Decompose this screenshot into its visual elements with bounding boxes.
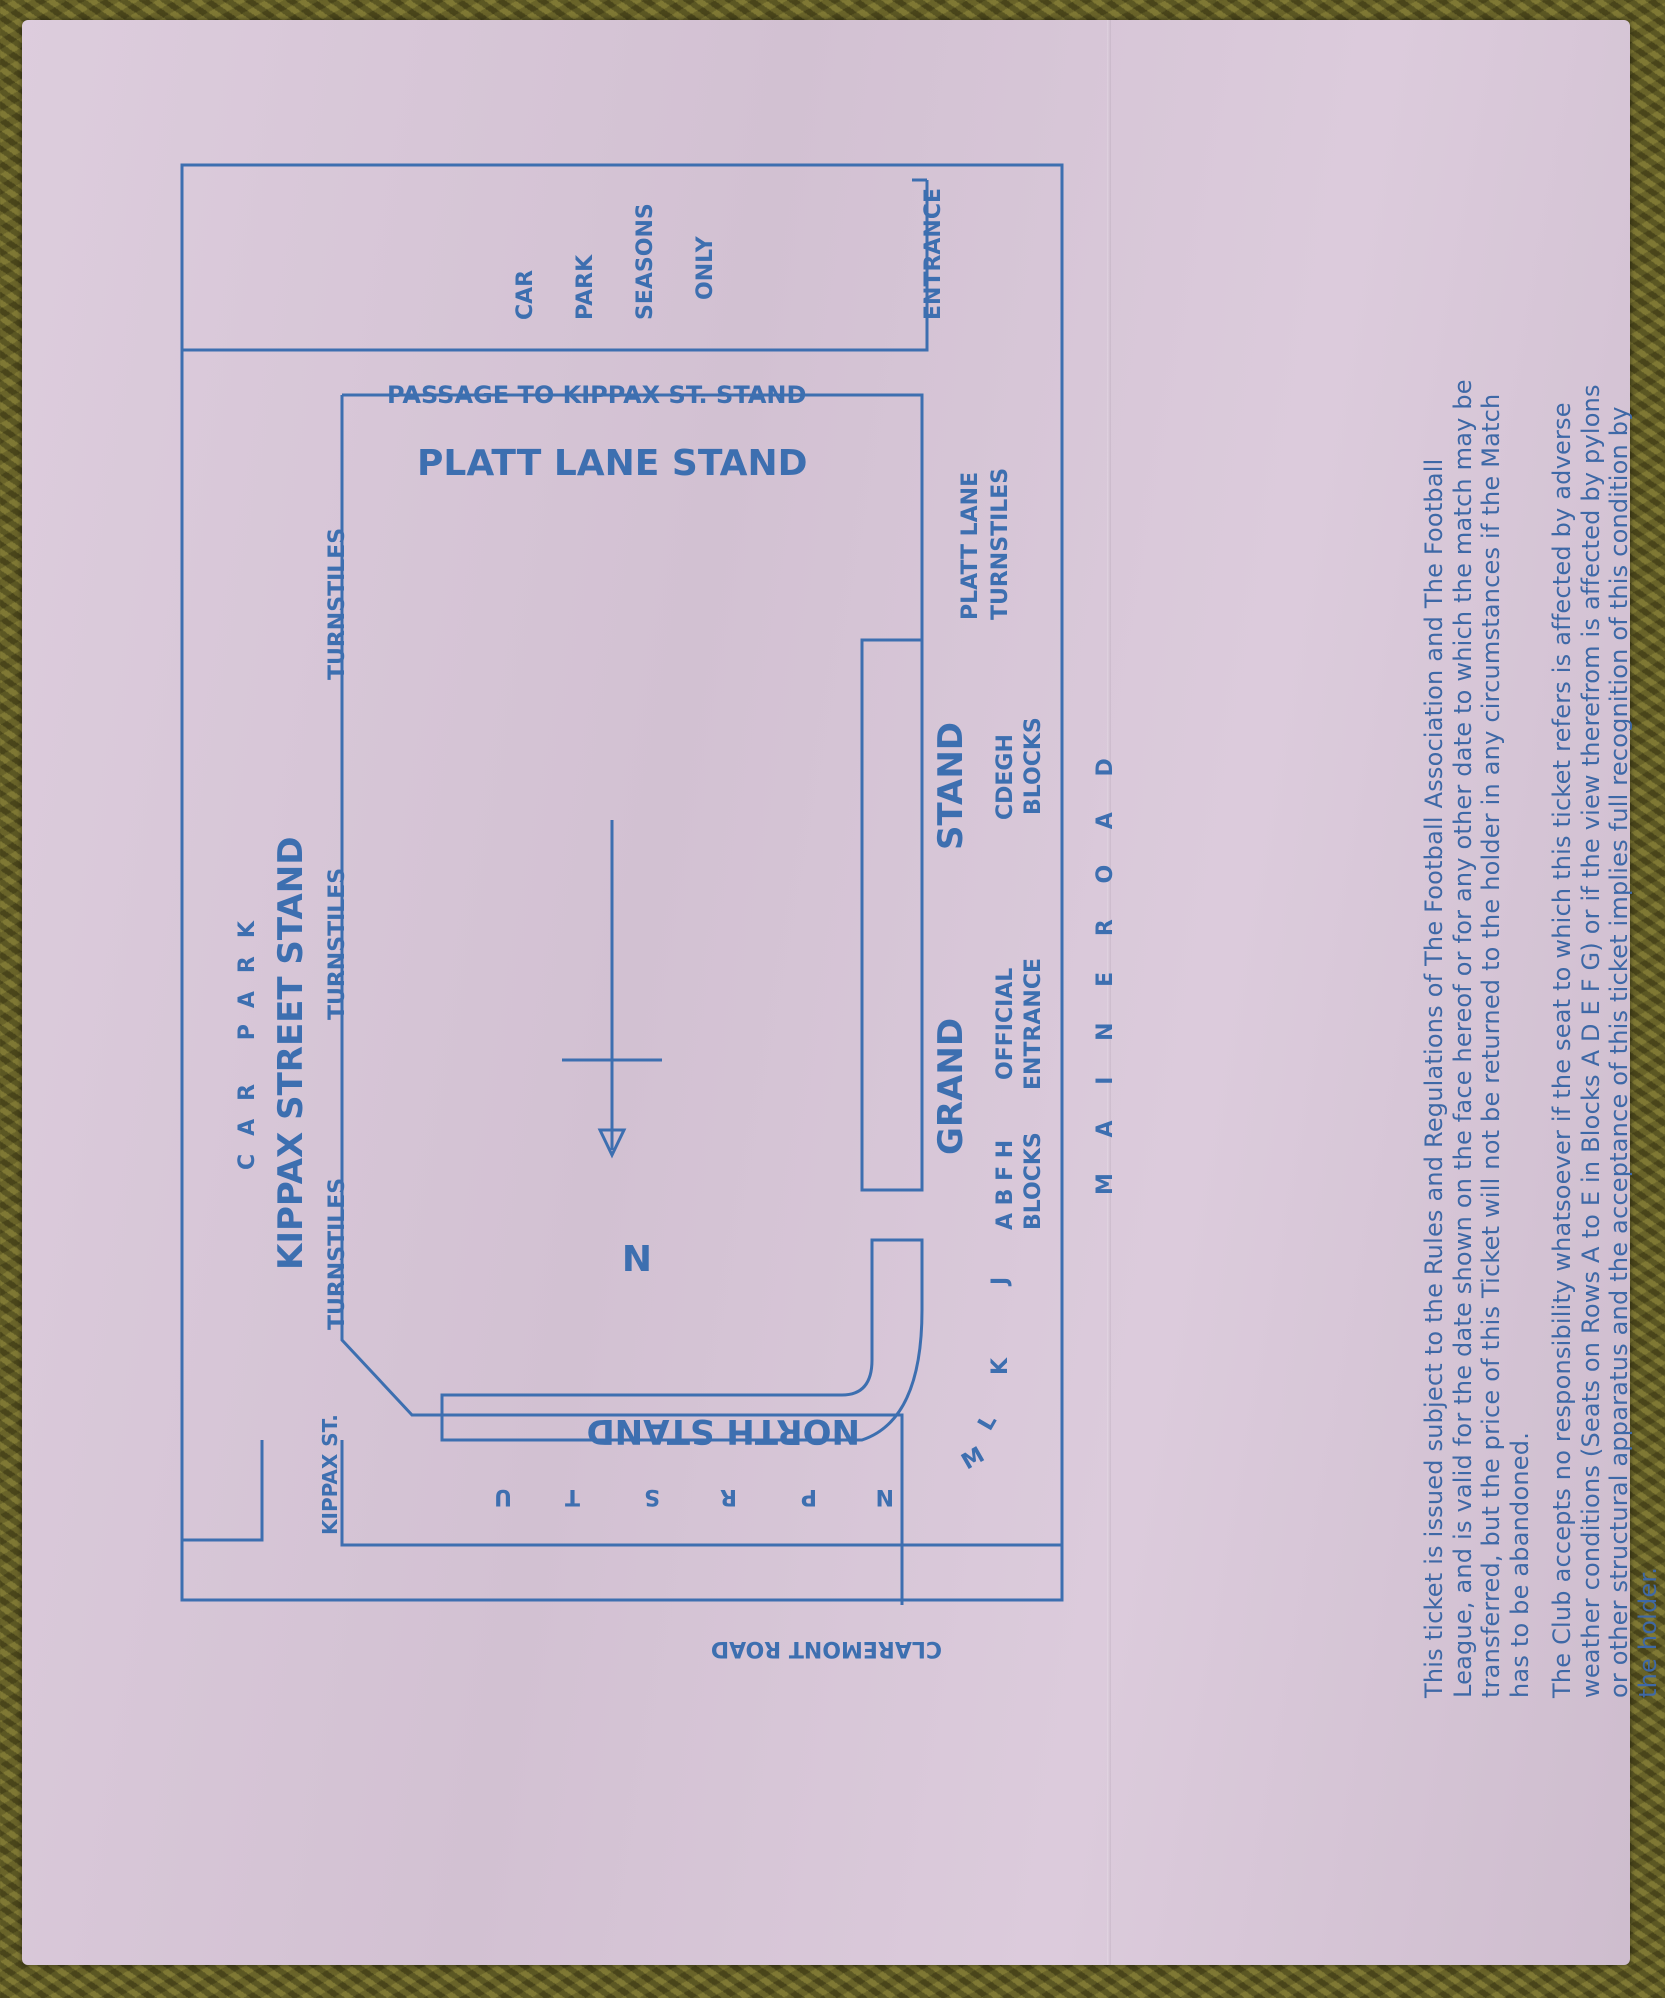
abfh-blocks-label: A B F H BLOCKS	[993, 1132, 1046, 1230]
north-stand-label: NORTH STAND	[586, 1411, 860, 1451]
block-j: J	[988, 1277, 1013, 1287]
official-entrance-label: OFFICIAL ENTRANCE	[993, 958, 1046, 1090]
block-p: P	[801, 1484, 817, 1509]
block-l: L	[974, 1410, 1003, 1435]
block-r: R	[720, 1484, 737, 1509]
park-label-1: PARK	[573, 254, 598, 320]
kippax-street-stand-label: KIPPAX STREET STAND	[271, 837, 311, 1270]
block-t: T	[565, 1484, 580, 1509]
abfh-label: A B F H	[993, 1140, 1018, 1230]
official-label: OFFICIAL	[993, 968, 1018, 1080]
cdegh-blocks-word: BLOCKS	[1021, 717, 1046, 815]
kippax-st-lines	[182, 1440, 1062, 1547]
platt-lane-stand-label: PLATT LANE STAND	[417, 443, 807, 484]
north-stand-outline	[440, 1238, 924, 1442]
turnstiles-label-3: TURNSTILES	[325, 1178, 350, 1330]
passage-label: PASSAGE TO KIPPAX ST. STAND	[387, 381, 806, 409]
north-arrow-head	[597, 1128, 627, 1159]
car-label-1: CAR	[513, 270, 538, 320]
car-park-label: CAR PARK	[235, 903, 260, 1170]
platt-lane-turnstiles-label: PLATT LANE TURNSTILES	[958, 468, 1013, 620]
blocks-row: J K L M N P R S T U	[494, 1277, 1013, 1509]
grand-label: GRAND	[931, 1018, 971, 1155]
maine-road-label: M A I N E R O A D	[1093, 744, 1118, 1195]
ticket-reverse: CAR PARK SEASONS ONLY ENTRANCE PASSAGE T…	[22, 20, 1662, 1965]
platt-turnstiles-label: TURNSTILES	[988, 468, 1013, 620]
outer-boundary	[180, 163, 1064, 1602]
official-entrance-word: ENTRANCE	[1021, 958, 1046, 1090]
ground-plan: CAR PARK SEASONS ONLY ENTRANCE PASSAGE T…	[180, 163, 1118, 1661]
terms-paragraph-1: This ticket is issued subject to the Rul…	[1420, 379, 1534, 1698]
stand-label: STAND	[931, 722, 971, 850]
abfh-blocks-word: BLOCKS	[1021, 1132, 1046, 1230]
block-u: U	[494, 1484, 512, 1509]
block-m: M	[958, 1443, 989, 1476]
block-n: N	[876, 1484, 894, 1509]
turnstiles-label-2: TURNSTILES	[325, 868, 350, 1020]
block-k: K	[988, 1357, 1013, 1375]
car-park-seasons-label: CAR PARK SEASONS ONLY	[513, 203, 718, 320]
north-marker: N	[622, 1236, 652, 1277]
entrance-label: ENTRANCE	[921, 188, 946, 320]
turnstiles-label-1: TURNSTILES	[325, 528, 350, 680]
cdegh-label: CDEGH	[993, 734, 1018, 820]
platt-lane-label: PLATT LANE	[958, 472, 983, 620]
kippax-st-label: KIPPAX ST.	[318, 1414, 342, 1535]
block-s: S	[644, 1484, 660, 1509]
claremont-road-label: CLAREMONT ROAD	[711, 1636, 942, 1661]
car-park-seasons-boundary	[182, 178, 929, 352]
only-label: ONLY	[693, 235, 718, 300]
grand-stand-outline	[860, 638, 924, 1192]
terms-paragraph-2: The Club accepts no responsibility whats…	[1548, 384, 1662, 1698]
paper-crease	[1107, 20, 1111, 1965]
terms-notice: This ticket is issued subject to the Rul…	[1420, 368, 1665, 1698]
cdegh-blocks-label: CDEGH BLOCKS	[993, 717, 1046, 820]
seasons-label: SEASONS	[633, 203, 658, 320]
